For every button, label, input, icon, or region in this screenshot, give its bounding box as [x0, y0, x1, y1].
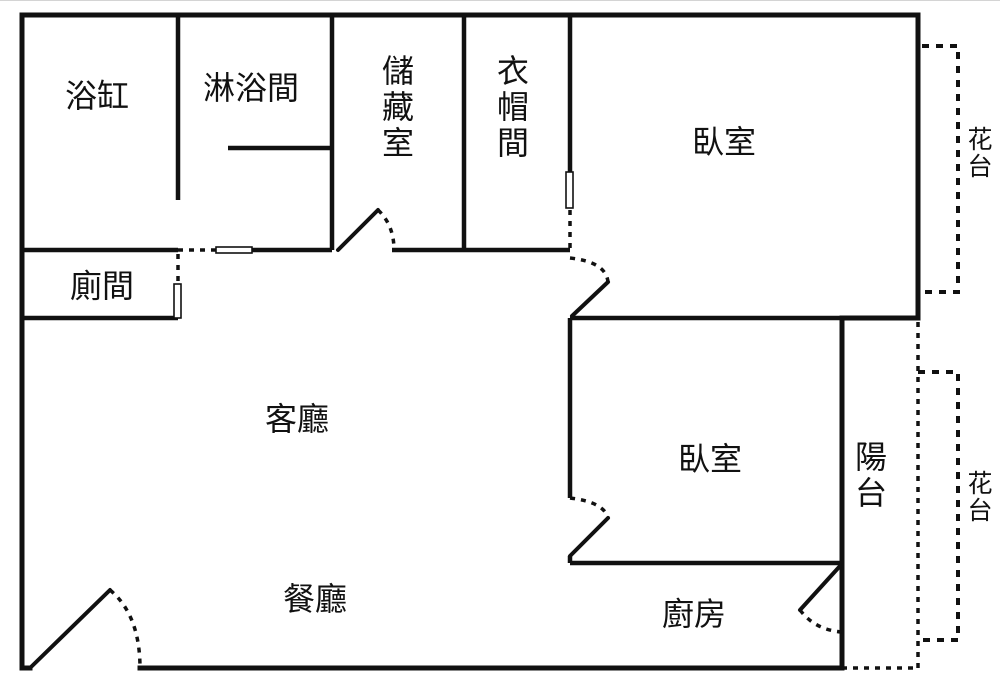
planter-lower-outline: [918, 370, 960, 642]
room-label-master-bedroom: 臥室: [692, 123, 757, 161]
room-label-storage: 儲藏室: [377, 54, 415, 162]
room-label-toilet: 廁間: [70, 267, 135, 305]
kitchen-door-swing: [798, 608, 843, 634]
toilet-sliding-door: [173, 283, 182, 319]
master-bedroom-door-leaf: [570, 280, 610, 318]
planter-label-upper: 花台: [964, 126, 993, 180]
bath-sliding-door: [215, 246, 253, 254]
storage-door-swing: [376, 208, 396, 251]
entrance-door-swing: [108, 588, 142, 669]
room-label-living-room: 客廳: [265, 400, 330, 438]
room-label-closet: 衣帽間: [492, 54, 530, 162]
outer-wall: [19, 12, 921, 671]
planter-upper-outline: [922, 44, 960, 294]
closet-sliding-door: [565, 171, 574, 209]
room-label-balcony: 陽台: [850, 440, 888, 512]
room-label-dining-room: 餐廳: [283, 580, 348, 618]
room-label-kitchen: 廚房: [662, 595, 727, 633]
storage-door-leaf: [336, 208, 380, 252]
room-label-bathtub: 浴缸: [65, 77, 130, 115]
room-label-shower: 淋浴間: [203, 69, 300, 107]
entrance-door-leaf: [28, 588, 112, 670]
bedroom2-door-leaf: [568, 516, 610, 558]
bedroom2-door-swing: [569, 496, 610, 519]
room-label-second-bedroom: 臥室: [678, 440, 743, 478]
kitchen-door-leaf: [798, 564, 842, 612]
planter-label-lower: 花台: [964, 470, 993, 524]
master-bedroom-door-swing: [569, 256, 610, 283]
